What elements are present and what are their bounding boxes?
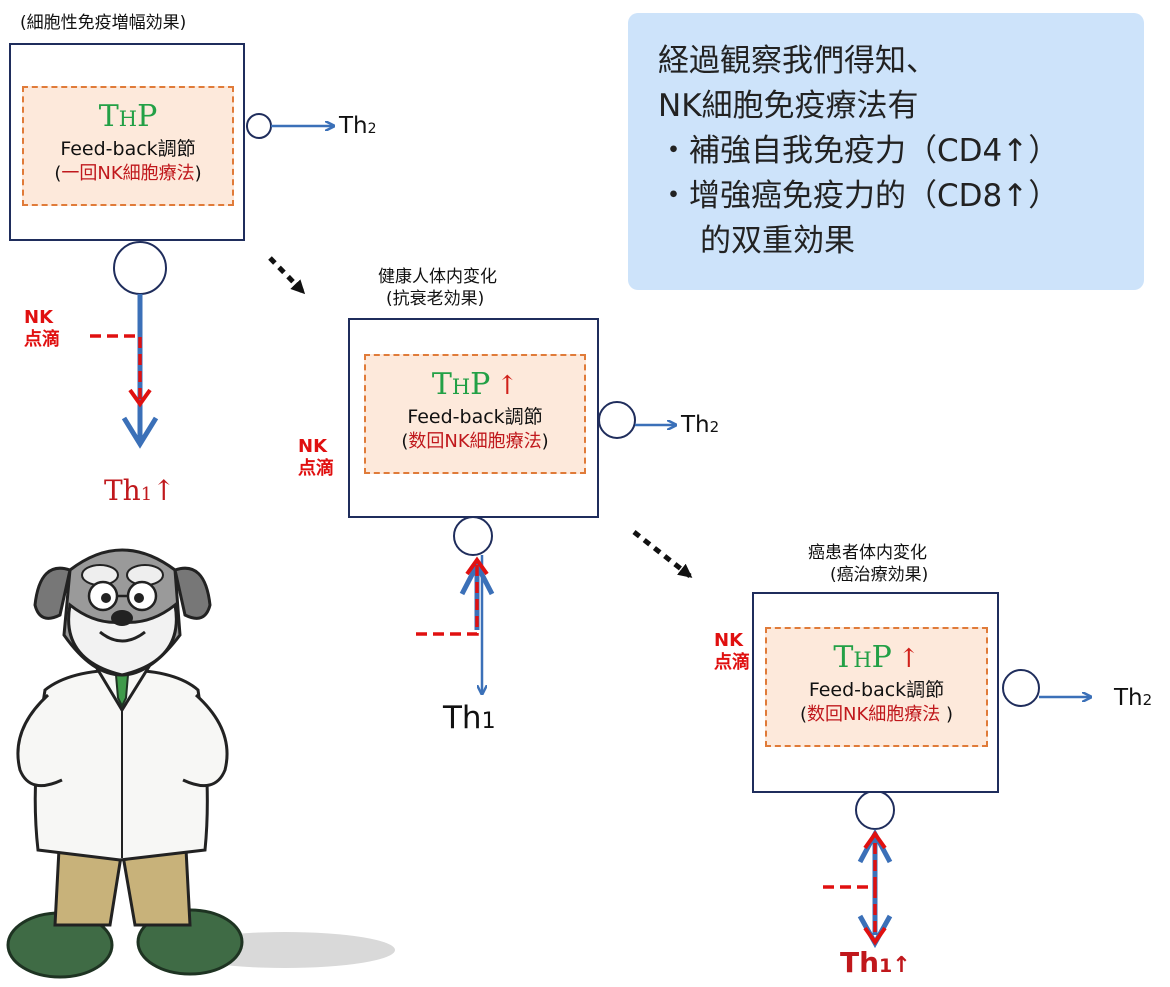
panel1-method-label: (一回NK細胞療法): [54, 163, 202, 184]
panel2-feedback-label: Feed-back調節: [407, 406, 543, 428]
panel1-box: THP Feed-back調節 (一回NK細胞療法): [9, 43, 245, 241]
panel3-thp-label: THP↑: [833, 640, 920, 675]
panel3-method-label: (数回NK細胞療法 ): [799, 704, 954, 725]
panel3-feedback-label: Feed-back調節: [808, 679, 945, 701]
panel1-th2-label: Th2: [339, 113, 377, 139]
summary-line-2: NK細胞免疫療法有: [658, 88, 919, 124]
summary-line-1: 経過観察我們得知、: [658, 43, 937, 79]
panel3-box: THP↑ Feed-back調節 (数回NK細胞療法 ): [752, 592, 999, 793]
summary-line-4: ・增強癌免疫力的（CD8↑）: [658, 178, 1060, 214]
summary-info-box: 経過観察我們得知、 NK細胞免疫療法有 ・補強自我免疫力（CD4↑） ・增強癌免…: [628, 13, 1144, 290]
panel1-thp-block: THP Feed-back調節 (一回NK細胞療法): [22, 86, 234, 206]
panel3-th2-connector: [1002, 669, 1090, 707]
panel2-method-label: (数回NK細胞療法): [401, 431, 549, 452]
panel2-thp-block: THP↑ Feed-back調節 (数回NK細胞療法): [364, 354, 586, 474]
panel2-caption: 健康人体内変化 (抗衰老効果): [378, 267, 497, 309]
panel1-th1-label: Th1↑: [104, 474, 176, 507]
panel3-caption: 癌患者体内変化 (癌治療効果): [808, 543, 929, 585]
summary-line-5: 的双重効果: [700, 223, 855, 259]
panel1-thp-label: THP: [98, 99, 158, 134]
flow-arrow-1: [268, 256, 306, 295]
panel1-th1-connector: [90, 241, 167, 449]
panel2-th2-connector: [598, 401, 675, 439]
panel1-feedback-label: Feed-back調節: [60, 138, 196, 160]
panel2-thp-label: THP↑: [431, 367, 519, 402]
panel1-caption: (細胞性免疫増幅効果): [20, 13, 187, 33]
panel3-th1-label: Th1↑: [840, 946, 911, 979]
panel1-th2-connector: [246, 113, 333, 139]
panel2-th1-connector: [416, 516, 495, 693]
panel3-thp-block: THP↑ Feed-back調節 (数回NK細胞療法 ): [765, 627, 988, 747]
panel3-th1-connector: [823, 790, 895, 949]
summary-line-3: ・補強自我免疫力（CD4↑）: [658, 133, 1060, 169]
flow-arrow-2: [632, 530, 693, 578]
panel2-th2-label: Th2: [681, 412, 720, 438]
panel2-th1-label: Th1: [443, 700, 496, 736]
doctor-dog-mascot-illustration: [6, 548, 395, 979]
panel3-th2-label: Th2: [1114, 685, 1153, 711]
panel2-box: THP↑ Feed-back調節 (数回NK細胞療法): [348, 318, 599, 518]
